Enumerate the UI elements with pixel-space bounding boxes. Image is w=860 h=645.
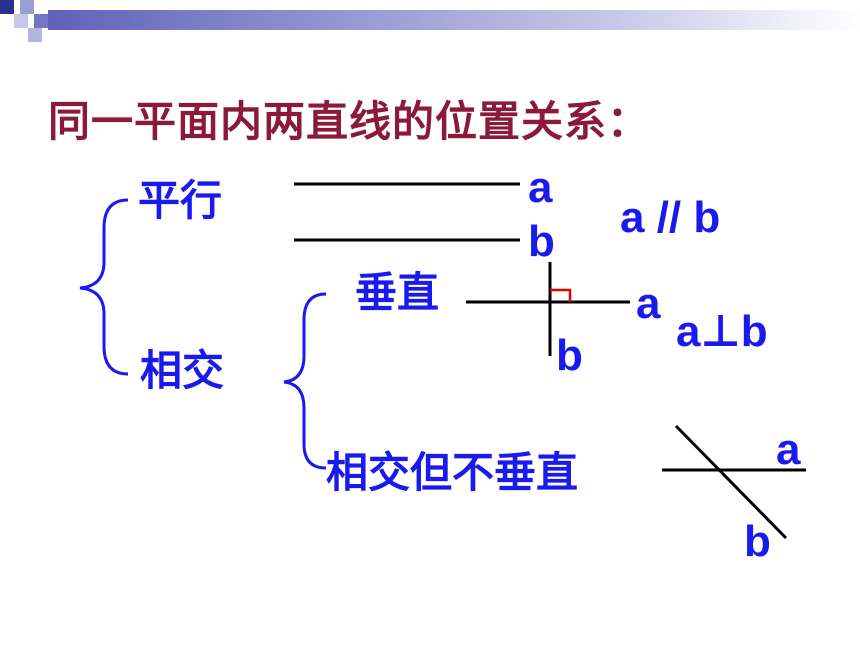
right-angle-mark: [550, 288, 572, 302]
outer-brace: [79, 198, 129, 376]
label-parallel: 平行: [138, 176, 223, 225]
label-intersect: 相交: [140, 346, 225, 395]
perp-line-a-label: a: [636, 279, 661, 328]
label-perpendicular: 垂直: [355, 268, 440, 317]
parallel-line-a-label: a: [528, 163, 553, 212]
oblique-line-b: [674, 424, 788, 540]
perpendicular-notation: a⊥b: [676, 307, 768, 356]
parallel-line-b-label: b: [528, 217, 555, 266]
inner-brace: [283, 292, 327, 470]
header-decoration: [0, 0, 860, 42]
oblique-line-a-label: a: [776, 425, 801, 474]
oblique-line-b-label: b: [744, 517, 771, 566]
page-title: 同一平面内两直线的位置关系：: [48, 97, 651, 146]
perp-line-b-label: b: [556, 331, 583, 380]
parallel-notation: a // b: [620, 193, 721, 242]
label-intersect-not-perpendicular: 相交但不垂直: [326, 448, 579, 497]
